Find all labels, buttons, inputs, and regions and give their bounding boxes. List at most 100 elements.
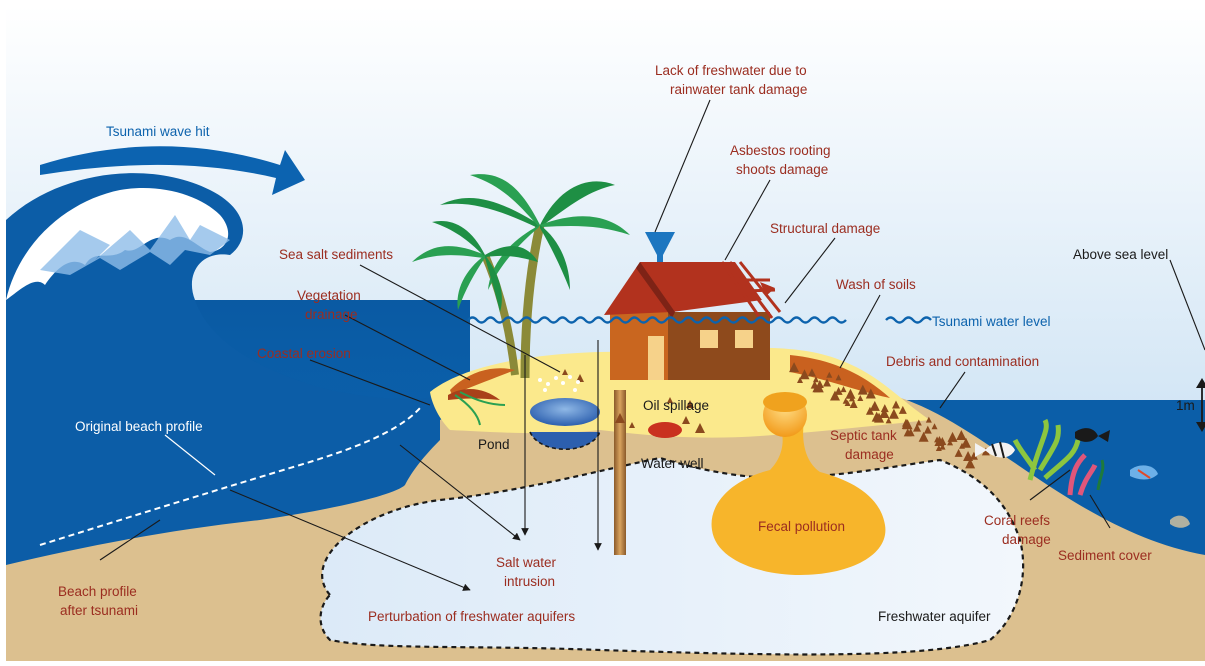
pointer-vegetation [344,314,471,381]
debris-piece [965,458,976,469]
debris-piece [629,422,635,428]
label-original-beach-profile: Original beach profile [75,419,203,434]
pond-basin [530,432,600,450]
label-perturbation: Perturbation of freshwater aquifers [368,609,575,624]
label-asbestos-2: shoots damage [736,162,828,177]
debris-piece [845,388,856,399]
label-water-well: Water well [641,456,704,471]
debris-piece [667,397,673,403]
debris-piece [789,362,800,373]
debris-piece [885,417,892,424]
debris-piece [925,416,932,423]
debris-piece [938,437,947,446]
debris-piece [848,395,855,402]
wave-foam-shadow [40,215,230,275]
debris-piece [844,399,851,406]
sea-salt-dots [538,375,580,392]
label-vegetation-1: Vegetation [297,288,361,303]
debris-piece [815,379,824,388]
septic-tank-lid [763,392,807,412]
label-structural-damage: Structural damage [770,221,880,236]
fallen-vegetation [448,368,515,426]
label-tsunami-wave-hit: Tsunami wave hit [106,124,210,139]
debris-piece [939,443,946,450]
coral-reef [1012,418,1105,496]
label-oil-spillage: Oil spillage [643,398,709,413]
debris-piece [947,431,958,442]
debris-piece [849,399,858,408]
debris-piece [918,431,929,442]
debris-piece [826,371,833,378]
label-lack-freshwater-1: Lack of freshwater due to [655,63,807,78]
debris-piece [969,451,978,460]
debris-piece [857,395,864,402]
debris-piece [960,437,971,448]
debris-piece [799,369,810,380]
debris-piece [834,386,843,395]
debris-piece [956,429,967,440]
debris-piece [835,374,842,381]
debris-particles [562,362,990,469]
rainwater-tank-funnel [645,232,675,265]
debris-piece [812,376,819,383]
label-wash-of-soils: Wash of soils [836,277,916,292]
label-freshwater-aquifer: Freshwater aquifer [878,609,991,624]
label-sediment-cover: Sediment cover [1058,548,1152,563]
fecal-pollution-plume [711,415,886,575]
label-pond: Pond [478,437,510,452]
debris-piece [797,377,803,383]
debris-piece [807,368,816,377]
label-asbestos-1: Asbestos rooting [730,143,831,158]
debris-piece [695,423,705,433]
debris-piece [954,448,963,457]
debris-piece [923,425,932,434]
debris-piece [898,405,907,414]
pointer-above-sea-level [1169,259,1205,351]
label-salt-water-1: Salt water [496,555,557,570]
soil-slope [790,355,890,398]
pointer-structural [784,237,836,304]
pointer-wash-soils [839,294,881,369]
debris-piece [869,404,876,411]
pointer-sediment-cover [1089,494,1111,529]
debris-piece [947,439,954,446]
debris-piece [682,416,690,424]
debris-piece [562,369,568,375]
pointer-lack-freshwater [654,99,711,233]
wave-hit-arrow [40,146,305,195]
arrow-coastal-to-aquifer [399,444,521,541]
debris-piece [857,384,868,395]
debris-piece [874,412,885,423]
label-tsunami-water-level: Tsunami water level [932,314,1051,329]
scale-1m [1196,378,1205,432]
label-beach-after-2: after tsunami [60,603,138,618]
reef-fish [975,428,1190,528]
label-salt-water-2: intrusion [504,574,555,589]
house [604,261,782,380]
debris-piece [906,428,915,437]
debris-piece [865,388,876,399]
label-coastal-erosion: Coastal erosion [257,346,351,361]
pointer-original-beach [164,434,216,476]
label-coral-2: damage [1002,532,1051,547]
debris-piece [840,386,847,393]
tsunami-wave [6,173,440,565]
label-above-sea-level: Above sea level [1073,247,1168,262]
label-coral-1: Coral reefs [984,513,1050,528]
pointer-debris [939,371,966,409]
pond-outline [529,431,601,450]
label-septic-2: damage [845,447,894,462]
debris-piece [888,408,899,419]
debris-piece [823,378,832,387]
arrow-beach-to-aquifer [229,489,471,591]
debris-piece [934,436,941,443]
debris-piece [931,423,938,430]
debris-piece [829,390,840,401]
debris-piece [880,404,889,413]
pointer-beach-after [99,519,161,561]
tsunami-water-level-line [467,316,847,324]
debris-piece [981,447,990,456]
debris-piece [686,400,694,408]
debris-piece [959,442,966,449]
debris-piece [913,423,922,432]
